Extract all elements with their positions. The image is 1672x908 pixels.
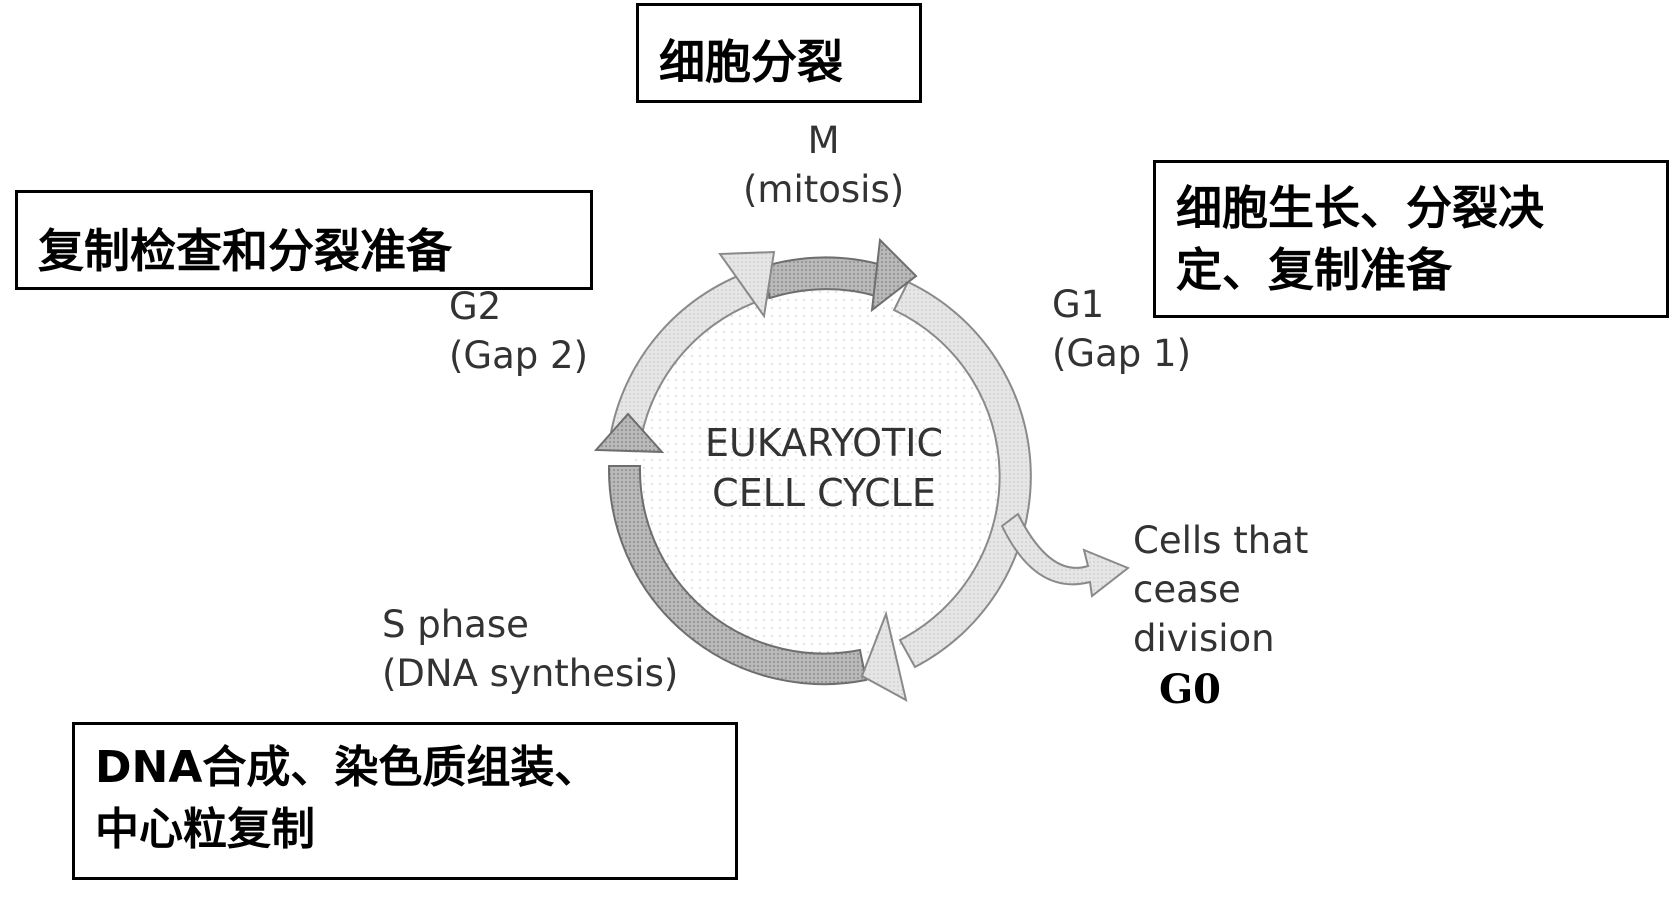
- g2-phase-desc: (Gap 2): [449, 334, 589, 377]
- s-annotation-line-2: 中心粒复制: [95, 804, 315, 855]
- m-annotation-box: 细胞分裂: [636, 3, 922, 103]
- center-title-line-2: CELL CYCLE: [712, 471, 936, 515]
- g1-annotation-line-2: 定、复制准备: [1176, 243, 1452, 297]
- g1-phase-desc: (Gap 1): [1052, 332, 1192, 375]
- cycle-center-title: EUKARYOTIC CELL CYCLE: [683, 418, 965, 518]
- g0-label-line-1: Cells that: [1133, 519, 1309, 562]
- g2-arrowhead: [718, 250, 776, 319]
- s-arc: [607, 465, 868, 686]
- g2-annotation-box: 复制检查和分裂准备: [15, 190, 593, 290]
- m-phase-label: M (mitosis): [743, 116, 904, 214]
- m-annotation-text: 细胞分裂: [659, 35, 843, 89]
- g0-label-line-3: division: [1133, 617, 1275, 660]
- g1-phase-label: G1 (Gap 1): [1052, 280, 1191, 378]
- s-annotation-line-1: DNA合成、染色质组装、: [95, 742, 599, 793]
- g0-label: Cells that cease division: [1133, 516, 1308, 663]
- m-phase-name: M: [807, 119, 840, 162]
- m-phase-desc: (mitosis): [743, 168, 905, 211]
- g2-phase-label: G2 (Gap 2): [449, 282, 588, 380]
- g1-phase-name: G1: [1052, 283, 1105, 326]
- g0-exit-arrow: [1000, 512, 1130, 598]
- center-title-line-1: EUKARYOTIC: [704, 421, 944, 465]
- g1-annotation-line-1: 细胞生长、分裂决: [1176, 181, 1544, 235]
- s-phase-label: S phase (DNA synthesis): [382, 600, 678, 698]
- s-annotation-box: DNA合成、染色质组装、 中心粒复制: [72, 722, 738, 880]
- g0-label-line-2: cease: [1133, 568, 1241, 611]
- s-phase-name: S phase: [382, 603, 529, 646]
- g0-tag: G0: [1159, 666, 1221, 713]
- g1-annotation-box: 细胞生长、分裂决 定、复制准备: [1153, 160, 1669, 318]
- s-arrowhead: [593, 412, 665, 454]
- g1-arc: [892, 280, 1032, 669]
- g1-arrowhead: [860, 610, 908, 702]
- g2-phase-name: G2: [449, 285, 502, 328]
- m-arrowhead: [870, 237, 918, 313]
- s-phase-desc: (DNA synthesis): [382, 652, 679, 695]
- cycle-inner-disk: [633, 284, 1013, 664]
- g2-annotation-text: 复制检查和分裂准备: [38, 224, 452, 278]
